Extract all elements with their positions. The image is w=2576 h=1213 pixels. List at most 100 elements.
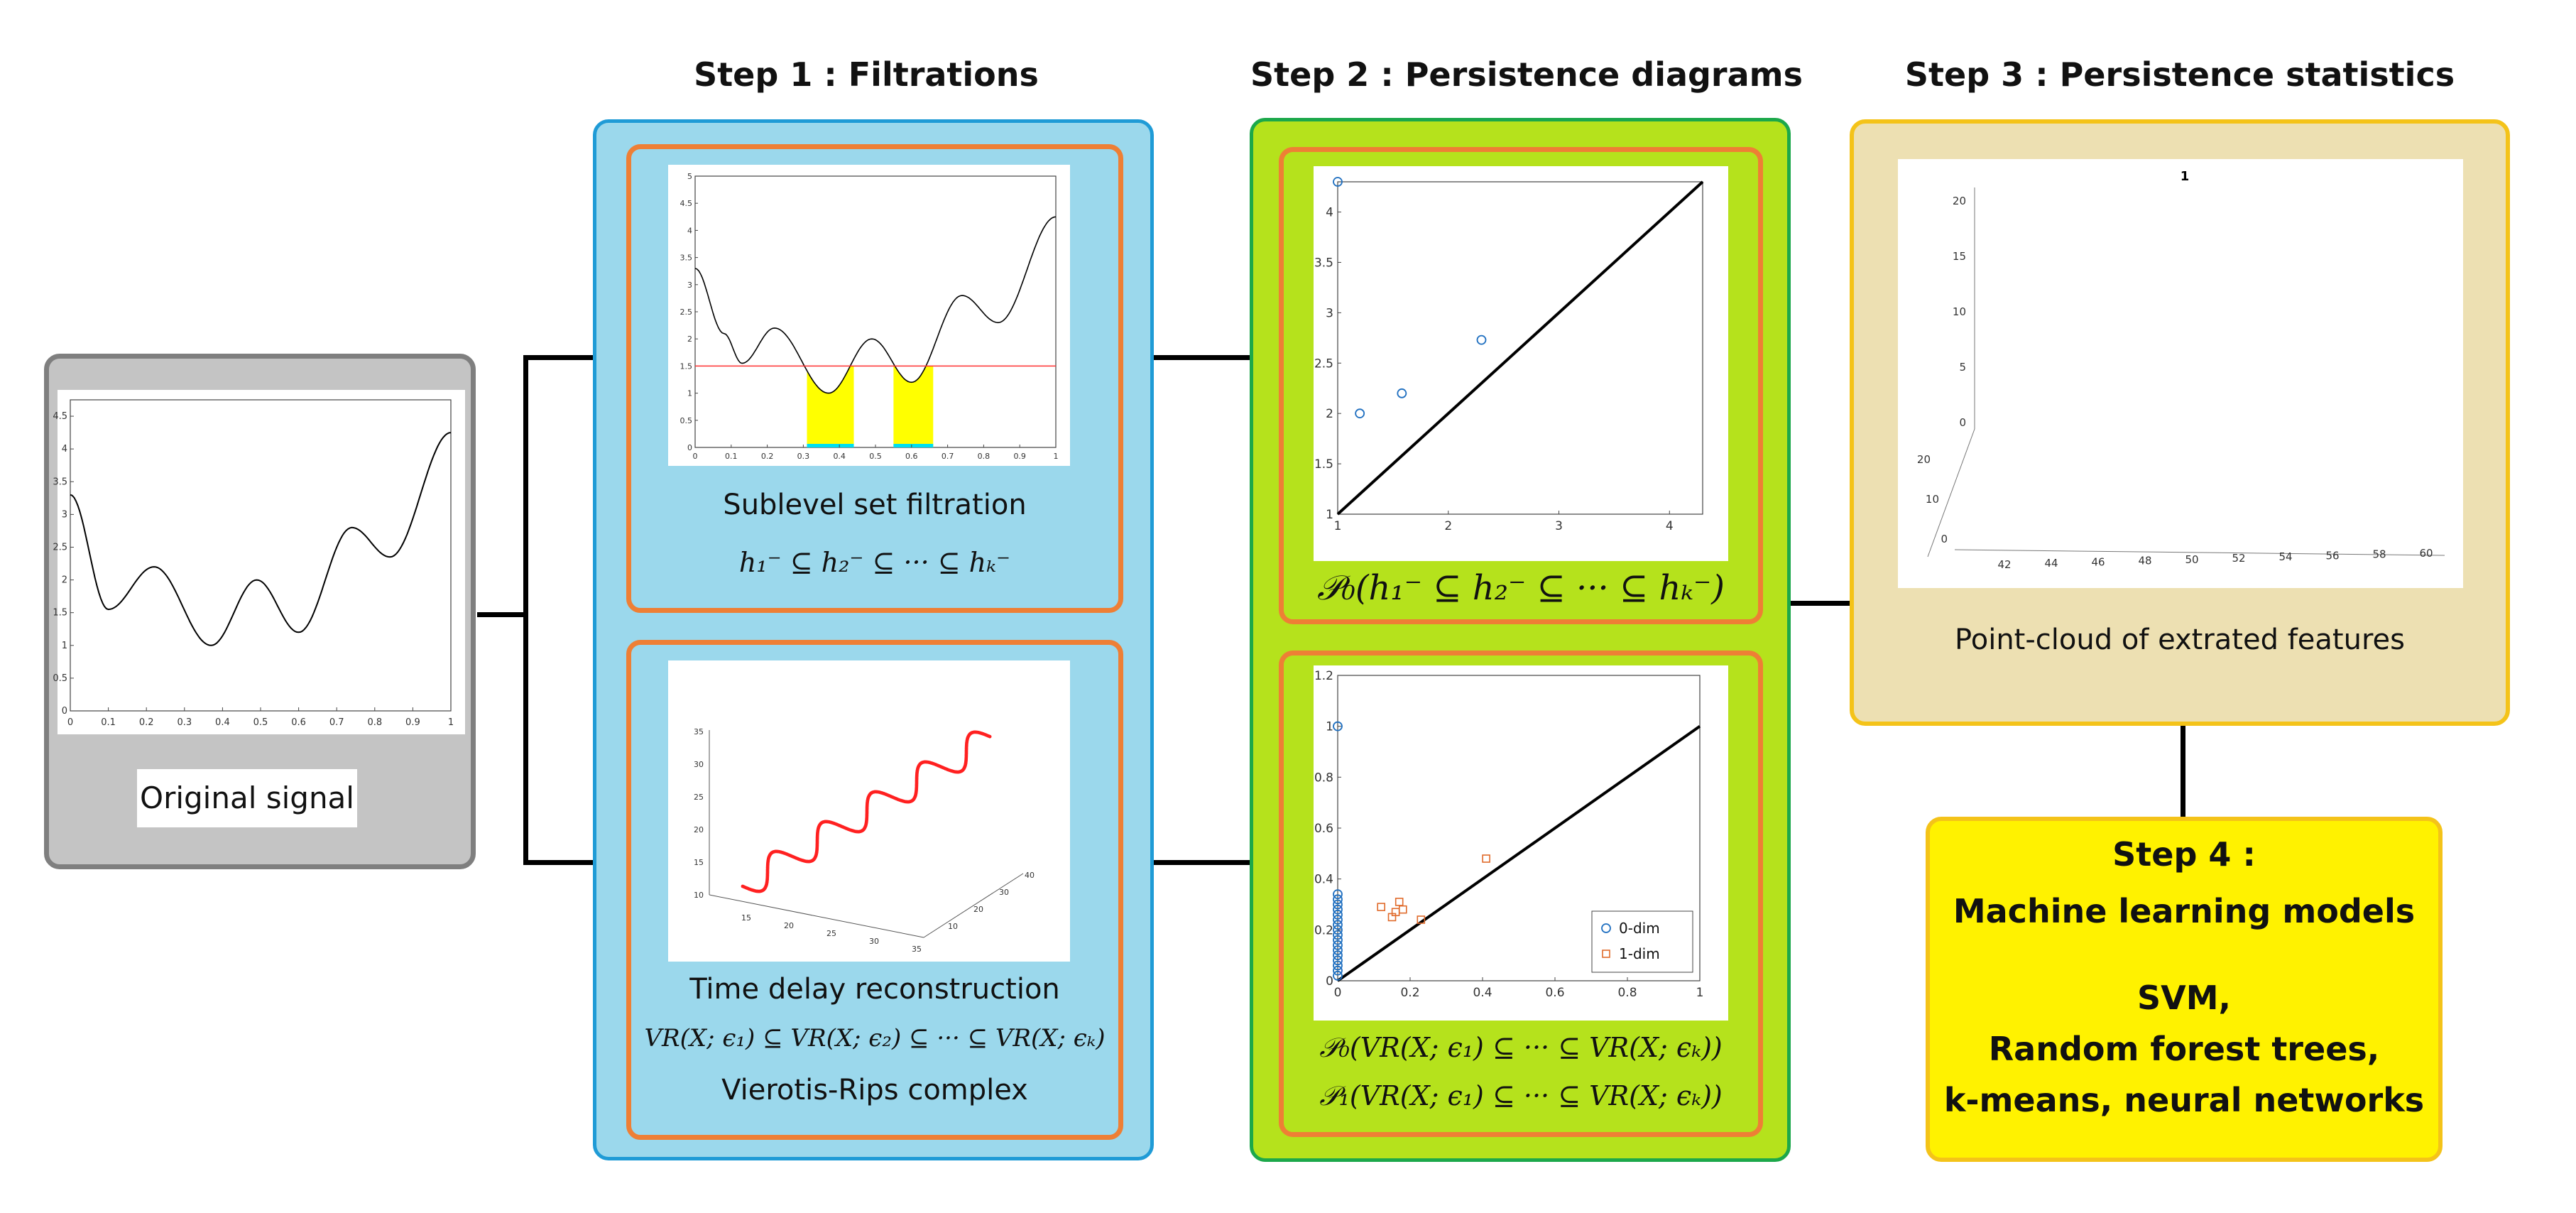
y-tick-label: 2: [687, 334, 692, 344]
y-tick-label: 30: [694, 760, 704, 769]
z-tick-label: 0: [1959, 416, 1966, 429]
pd0-formula: 𝒫₀(h₁⁻ ⊆ h₂⁻ ⊆ ··· ⊆ hₖ⁻): [1316, 568, 1725, 608]
y-tick-label: 1.5: [1314, 457, 1333, 472]
x-tick-label: 0: [67, 717, 73, 728]
pd1-dim1-point: [1417, 915, 1426, 924]
connector-stats-ml: [2181, 723, 2185, 817]
step4-title: Step 4 :: [2112, 835, 2256, 874]
y-tick-label: 1: [62, 641, 67, 651]
z-tick-label: 20: [1953, 195, 1966, 207]
y-tick-label: 4: [687, 226, 692, 235]
pd1-dim0-point: [1333, 925, 1343, 935]
pd1-dim0-point: [1333, 721, 1343, 731]
sublevel-region: [807, 366, 854, 447]
x-tick-label: 0.7: [329, 717, 344, 728]
x-tick-label: 0.7: [942, 452, 954, 461]
original-signal-caption: Original signal: [137, 769, 357, 827]
x-tick-label: 0.4: [215, 717, 230, 728]
x-tick-label: 1: [448, 717, 454, 728]
x-tick-label: 0: [1334, 986, 1342, 1000]
x-tick-label: 48: [2138, 555, 2151, 567]
x-tick-label: 0.4: [1473, 986, 1492, 1000]
x-tick-label: 30: [869, 937, 879, 946]
ml-model-kmeans-nn: k-means, neural networks: [1943, 1081, 2425, 1119]
pd1-dim0-point: [1333, 899, 1343, 910]
x-tick-label: 0: [693, 452, 698, 461]
x-tick-label: 0.2: [1400, 986, 1419, 1000]
y-tick-label: 0.5: [53, 673, 67, 684]
x-tick-label: 54: [2278, 550, 2292, 563]
y-tick-label: 3.5: [53, 477, 67, 487]
y-tick-label: 0: [62, 706, 67, 717]
y-tick-label: 15: [694, 858, 704, 867]
y-tick-label: 2: [62, 575, 67, 586]
y-tick-label: 10: [694, 891, 704, 900]
x-tick-label: 0.6: [291, 717, 306, 728]
pd0-point: [1476, 334, 1487, 345]
z-tick-label: 10: [948, 922, 958, 931]
x-tick-label: 52: [2232, 552, 2245, 565]
pd1-dim1-point: [1399, 905, 1407, 914]
sublevel-caption: Sublevel set filtration: [723, 489, 1027, 521]
signal-curve: [694, 216, 1057, 394]
x-tick-label: 0.4: [833, 452, 846, 461]
step4-panel: Step 4 : Machine learning models SVM, Ra…: [1926, 817, 2443, 1162]
y-tick-label: 1.2: [1314, 669, 1333, 683]
x-tick-label: 0.8: [1617, 986, 1637, 1000]
y-tick-label: 4.5: [53, 411, 67, 422]
plot-frame: [1337, 181, 1703, 515]
step1-title: Step 1 : Filtrations: [694, 55, 1039, 94]
y-tick-label: 3: [1326, 306, 1333, 320]
x-tick-label: 3: [1555, 519, 1563, 533]
legend-label-0: 0-dim: [1619, 920, 1660, 937]
x-axis: [709, 894, 924, 938]
y-tick-label: 20: [694, 825, 704, 834]
pd0-point: [1355, 408, 1365, 419]
y-tick-label: 4: [62, 444, 67, 455]
signal-curve: [70, 432, 452, 646]
x-tick-label: 0.2: [761, 452, 774, 461]
z-tick-label: 20: [973, 905, 983, 914]
pd1-dim0-point: [1333, 960, 1343, 971]
y-tick-label: 3: [62, 509, 67, 520]
sublevel-formula: h₁⁻ ⊆ h₂⁻ ⊆ ··· ⊆ hₖ⁻: [738, 547, 1011, 578]
step4-subtitle: Machine learning models: [1953, 892, 2416, 930]
y-tick-label: 4.5: [680, 199, 693, 208]
pd1-formula-1: 𝒫₁(VR(X; ϵ₁) ⊆ ··· ⊆ VR(X; ϵₖ)): [1319, 1080, 1723, 1111]
pd1-dim0-point: [1333, 889, 1343, 900]
x-tick-label: 4: [1666, 519, 1674, 533]
step2-title: Step 2 : Persistence diagrams: [1250, 55, 1803, 94]
diagonal-line: [1336, 725, 1701, 982]
pd0-point: [1333, 177, 1343, 187]
connector-original-stub: [477, 612, 525, 617]
delay-caption: Time delay reconstruction: [689, 973, 1060, 1006]
connector-to-sublevel: [523, 355, 628, 360]
ml-model-rf: Random forest trees,: [1988, 1030, 2380, 1068]
x-tick-label: 1: [1334, 519, 1342, 533]
pd1-dim0-point: [1333, 894, 1343, 905]
pointcloud-title: 1: [2181, 169, 2190, 184]
y-tick-label: 10: [1926, 493, 1939, 506]
ml-model-svm: SVM,: [2137, 979, 2231, 1017]
x-tick-label: 0.9: [1013, 452, 1026, 461]
y-tick-label: 35: [694, 727, 704, 736]
pd1-dim0-point: [1333, 920, 1343, 930]
y-tick-label: 20: [1917, 453, 1931, 466]
delay-point: [988, 734, 992, 739]
pd1-dim0-point: [1333, 945, 1343, 955]
pd0-point: [1397, 388, 1407, 398]
y-tick-label: 1.5: [680, 361, 693, 371]
x-tick-label: 0.6: [1545, 986, 1564, 1000]
y-tick-label: 1.5: [53, 608, 67, 619]
y-tick-label: 1: [687, 389, 692, 398]
y-axis: [1927, 428, 1975, 557]
legend-marker-1: [1602, 950, 1610, 958]
